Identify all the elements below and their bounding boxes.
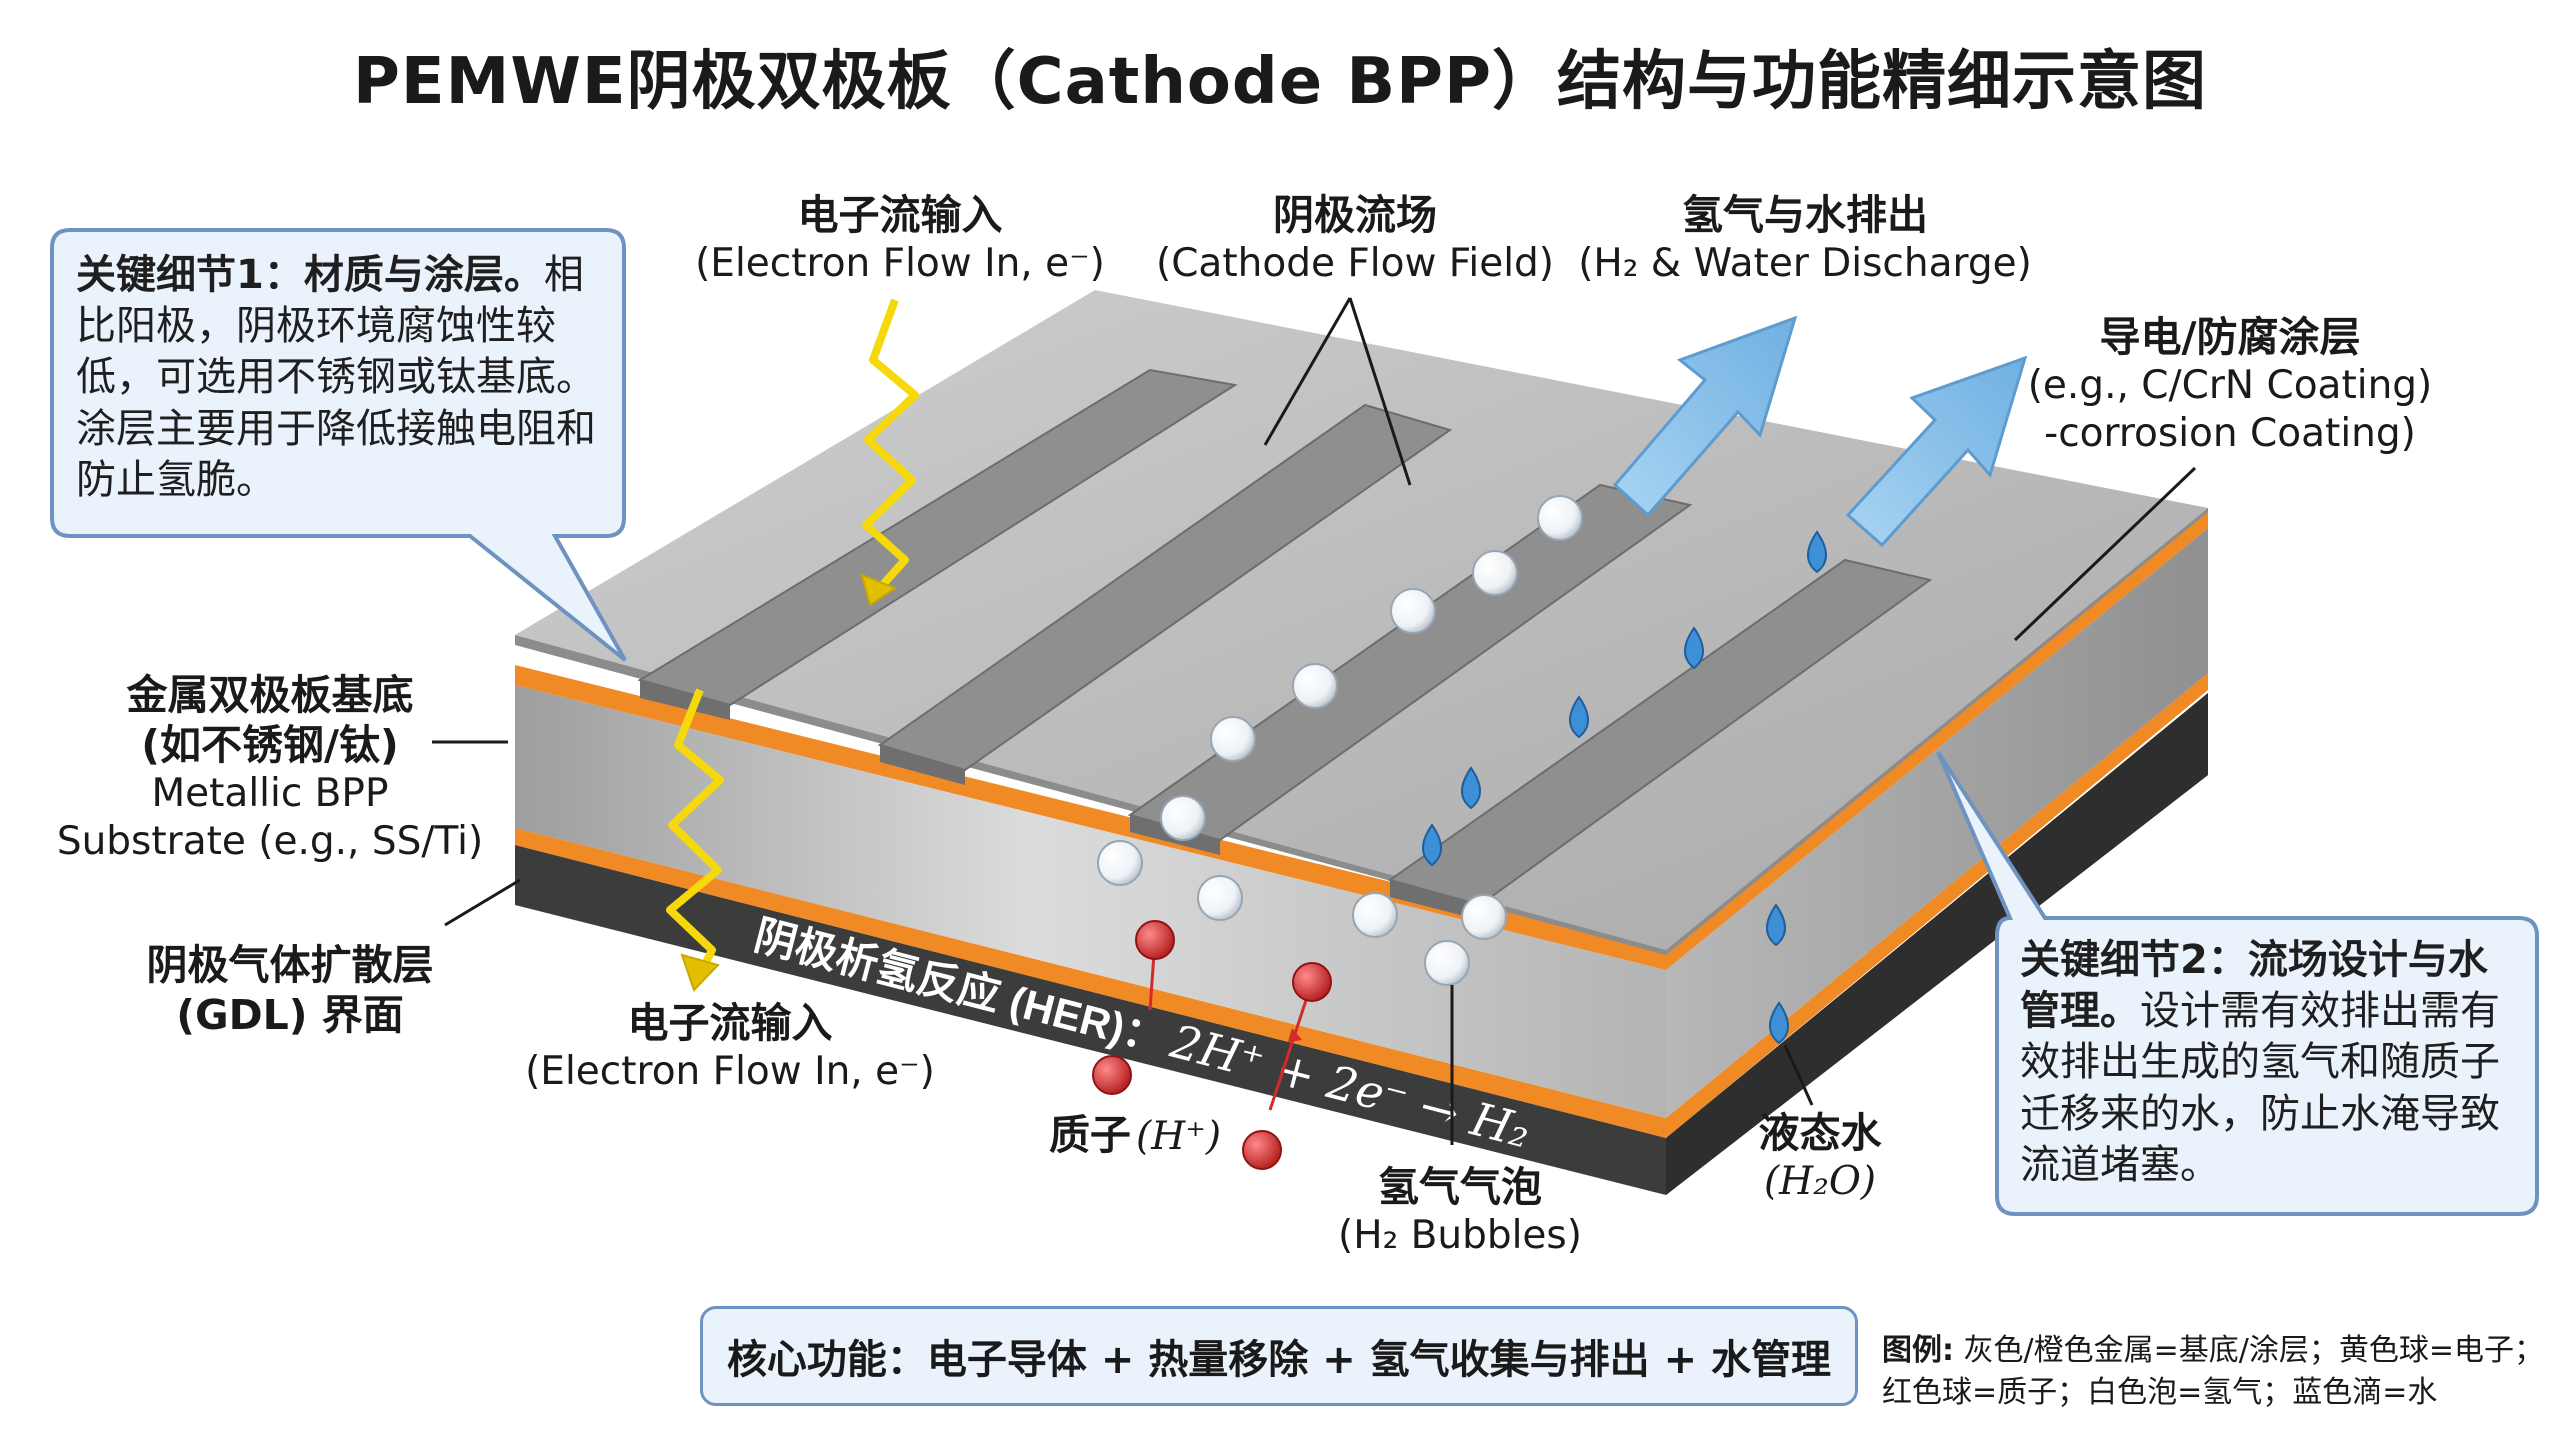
label-flow-field-en: (Cathode Flow Field) <box>1155 241 1555 287</box>
electron-zigzag-bottom <box>666 688 724 977</box>
label-h2-water-out: 氢气与水排出 (H₂ & Water Discharge) <box>1560 190 2050 288</box>
label-gdl: 阴极气体扩散层 (GDL) 界面 <box>100 940 480 1040</box>
label-gdl-zh1: 阴极气体扩散层 <box>146 941 434 989</box>
label-coating-en1: (e.g., C/CrN Coating) <box>2027 363 2433 409</box>
label-flow-field-zh: 阴极流场 <box>1273 191 1437 239</box>
callout-detail-1: 关键细节1：材质与涂层。相比阳极，阴极环境腐蚀性较低，可选用不锈钢或钛基底。涂层… <box>76 250 606 506</box>
label-electron-in-bottom: 电子流输入 (Electron Flow In, e⁻) <box>510 998 950 1096</box>
callout-detail-1-heading: 关键细节1：材质与涂层。 <box>76 252 544 298</box>
label-flow-field: 阴极流场 (Cathode Flow Field) <box>1145 190 1565 288</box>
callout-detail-1-body: 相比阳极，阴极环境腐蚀性较低，可选用不锈钢或钛基底。涂层主要用于降低接触电阻和防… <box>76 252 596 503</box>
label-electron-in-top: 电子流输入 (Electron Flow In, e⁻) <box>690 190 1110 288</box>
legend: 图例: 灰色/橙色金属=基底/涂层；黄色球=电子； 红色球=质子；白色泡=氢气；… <box>1882 1330 2552 1414</box>
top-skin-side <box>1666 508 2208 955</box>
flow-channels <box>637 368 1933 907</box>
water-droplets <box>1422 530 1827 1045</box>
label-electron-in-top-zh: 电子流输入 <box>797 191 1003 239</box>
label-coating-en2: -corrosion Coating) <box>2044 410 2416 456</box>
callout-2-balloon <box>1936 750 2539 1216</box>
label-h2-water-out-en: (H₂ & Water Discharge) <box>1578 241 2032 287</box>
label-proton-sym: (H⁺) <box>1136 1114 1222 1159</box>
electron-arrowhead-top <box>860 573 898 607</box>
label-electron-in-bottom-en: (Electron Flow In, e⁻) <box>525 1049 935 1095</box>
label-gdl-zh2: (GDL) 界面 <box>176 991 404 1040</box>
h2-bubbles <box>1097 495 1583 986</box>
label-proton: 质子 (H⁺) <box>970 1110 1300 1161</box>
callout-detail-2-body: 设计需有效排出需有效排出生成的氢气和随质子迁移来的水，防止水淹导致流道堵塞。 <box>2020 988 2500 1188</box>
label-liquid-water-zh: 液态水 <box>1758 1109 1882 1157</box>
legend-line-2: 红色球=质子；白色泡=氢气；蓝色滴=水 <box>1882 1375 2438 1410</box>
label-electron-in-top-en: (Electron Flow In, e⁻) <box>695 241 1105 287</box>
label-substrate: 金属双极板基底 (如不锈钢/钛) Metallic BPP Substrate … <box>50 670 490 865</box>
label-substrate-zh2: (如不锈钢/钛) <box>141 721 399 770</box>
coating-top-side <box>1666 508 2208 970</box>
label-substrate-en1: Metallic BPP <box>151 771 389 817</box>
callout-1-balloon <box>50 228 627 662</box>
label-liquid-water-sym: (H₂O) <box>1763 1159 1877 1205</box>
legend-title: 图例: <box>1882 1333 1954 1368</box>
substrate-side <box>1666 528 2208 1118</box>
label-bubbles-en: (H₂ Bubbles) <box>1338 1213 1582 1259</box>
label-proton-zh: 质子 <box>1048 1111 1131 1159</box>
label-coating: 导电/防腐涂层 (e.g., C/CrN Coating) -corrosion… <box>2010 312 2450 457</box>
plate-top-face <box>515 290 2208 950</box>
label-liquid-water: 液态水 (H₂O) <box>1700 1108 1940 1206</box>
protons <box>1092 920 1332 1170</box>
discharge-arrow-1 <box>1612 315 1798 518</box>
top-skin-front <box>515 635 1666 955</box>
label-coating-zh: 导电/防腐涂层 <box>2099 313 2361 361</box>
page-title: PEMWE阴极双极板（Cathode BPP）结构与功能精细示意图 <box>353 45 2207 119</box>
callout-detail-2-heading: 关键细节2：流场设计与水管理。 <box>2020 937 2488 1035</box>
label-bubbles: 氢气气泡 (H₂ Bubbles) <box>1300 1162 1620 1260</box>
label-substrate-zh1: 金属双极板基底 <box>126 671 414 719</box>
label-h2-water-out-zh: 氢气与水排出 <box>1682 191 1928 239</box>
channel-walls <box>640 680 1480 920</box>
legend-line-1: 灰色/橙色金属=基底/涂层；黄色球=电子； <box>1963 1333 2545 1368</box>
callout-detail-2: 关键细节2：流场设计与水管理。设计需有效排出需有效排出生成的氢气和随质子迁移来的… <box>2020 935 2520 1191</box>
discharge-arrow-2 <box>1845 355 2028 548</box>
gdl-side <box>1666 693 2208 1195</box>
label-substrate-en2: Substrate (e.g., SS/Ti) <box>56 818 484 864</box>
leader-lines <box>432 297 2197 1145</box>
label-bubbles-zh: 氢气气泡 <box>1378 1163 1542 1211</box>
electron-arrowhead-bottom <box>680 953 720 992</box>
core-function-text: 核心功能：电子导体 + 热量移除 + 氢气收集与排出 + 水管理 <box>726 1337 1832 1383</box>
electron-zigzag-top <box>862 298 919 593</box>
core-function-box: 核心功能：电子导体 + 热量移除 + 氢气收集与排出 + 水管理 <box>700 1306 1858 1406</box>
label-electron-in-bottom-zh: 电子流输入 <box>627 999 833 1047</box>
substrate-front <box>515 685 1666 1118</box>
